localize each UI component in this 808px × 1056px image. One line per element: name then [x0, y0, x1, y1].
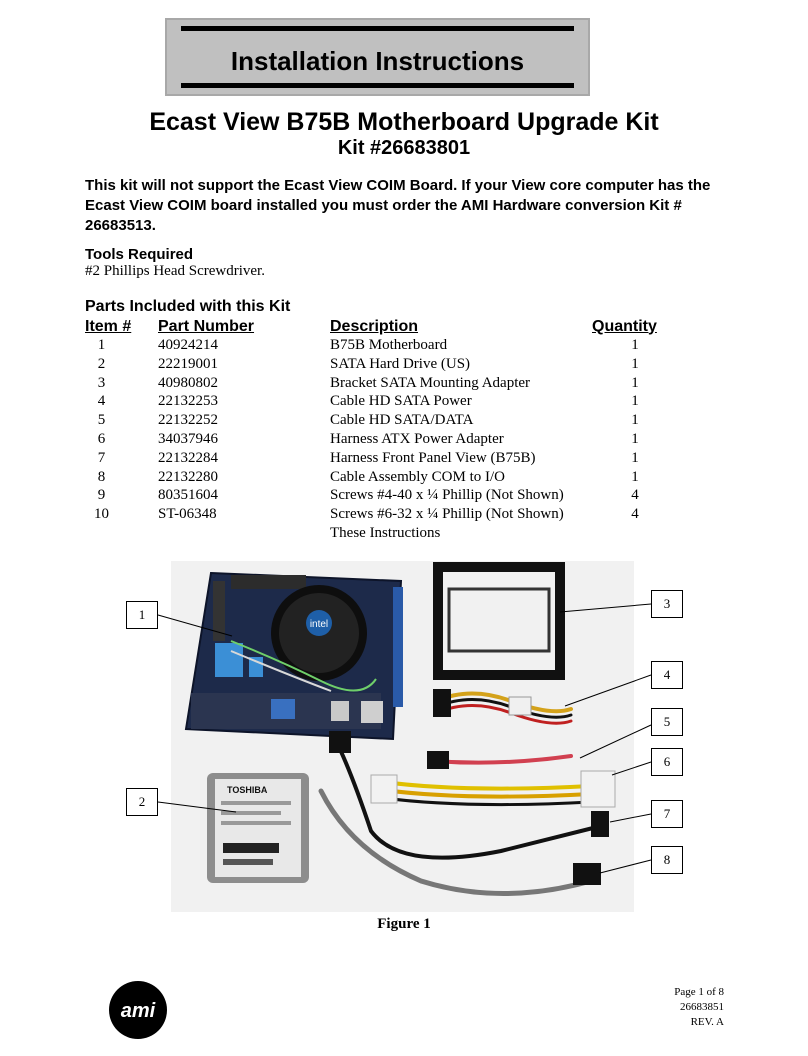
table-row: These Instructions — [85, 524, 668, 543]
item-number-cell: 10 — [94, 506, 109, 523]
header-banner: Installation Instructions — [165, 18, 590, 96]
description-cell: SATA Hard Drive (US) — [330, 355, 471, 372]
item-number-cell: 9 — [97, 487, 106, 504]
quantity-cell — [592, 524, 668, 543]
quantity-cell: 1 — [631, 468, 639, 485]
banner-bottom-rule — [181, 83, 574, 88]
part-number-cell: 22132253 — [158, 393, 218, 410]
banner-top-rule — [181, 26, 574, 31]
table-row: 4 22132253 Cable HD SATA Power 1 — [85, 392, 668, 411]
column-header-description: Description — [330, 317, 419, 335]
item-number-cell: 5 — [97, 412, 106, 429]
part-number-cell: 40980802 — [158, 374, 218, 391]
description-cell: These Instructions — [330, 524, 441, 541]
description-cell: Bracket SATA Mounting Adapter — [330, 374, 531, 391]
table-row: 1 40924214 B75B Motherboard 1 — [85, 336, 668, 355]
compatibility-warning: This kit will not support the Ecast View… — [85, 177, 711, 234]
part-number-cell: 80351604 — [158, 487, 218, 504]
column-header-part-number: Part Number — [158, 317, 255, 335]
callout-2: 2 — [126, 788, 158, 816]
ami-logo-text: ami — [121, 1000, 156, 1022]
description-cell: Cable Assembly COM to I/O — [330, 468, 505, 485]
table-row: 9 80351604 Screws #4-40 x ¼ Phillip (Not S… — [85, 486, 668, 505]
item-number-cell: 6 — [97, 430, 106, 447]
parts-table: Item # Part Number Description Quantity … — [85, 317, 668, 543]
parts-heading: Parts Included with this Kit — [85, 298, 291, 315]
column-header-quantity: Quantity — [592, 317, 657, 335]
figure-caption: Figure 1 — [377, 916, 431, 932]
description-cell: Harness Front Panel View (B75B) — [330, 449, 536, 466]
quantity-cell: 1 — [631, 337, 639, 353]
item-number-cell: 7 — [97, 449, 106, 466]
motherboard-illustration: intel — [184, 571, 403, 741]
quantity-cell: 1 — [631, 449, 639, 466]
quantity-cell: 1 — [631, 374, 639, 391]
callout-4: 4 — [651, 661, 683, 689]
item-number-cell: 3 — [97, 374, 106, 391]
part-number-cell: ST-06348 — [158, 506, 217, 523]
quantity-cell: 1 — [631, 430, 639, 447]
bracket-illustration — [433, 562, 565, 680]
part-number-cell: 22132284 — [158, 449, 218, 466]
table-row: 7 22132284 Harness Front Panel View (B75B)… — [85, 449, 668, 468]
parts-photo-illustration: intel TOSHIBA — [171, 561, 634, 912]
quantity-cell: 1 — [631, 355, 639, 372]
ami-logo: ami — [109, 981, 167, 1039]
cables-illustration — [318, 689, 616, 896]
quantity-cell: 1 — [631, 393, 639, 410]
kit-number: Kit #26683801 — [337, 137, 471, 159]
table-row: 2 22219001 SATA Hard Drive (US) 1 — [85, 355, 668, 374]
cpu-logo-text: intel — [310, 619, 328, 630]
description-cell: Cable HD SATA Power — [330, 393, 472, 410]
parts-table-header: Item # Part Number Description Quantity — [85, 317, 668, 336]
tools-heading: Tools Required — [85, 246, 194, 263]
document-number: 26683851 — [680, 1001, 724, 1013]
part-number-cell: 22132252 — [158, 412, 218, 429]
table-row: 3 40980802 Bracket SATA Mounting Adapter 1 — [85, 374, 668, 393]
item-number-cell: 8 — [97, 468, 106, 485]
table-row: 10 ST-06348 Screws #6-32 x ¼ Phillip (Not … — [85, 505, 668, 524]
quantity-cell: 4 — [631, 506, 639, 523]
part-number-cell: 22132280 — [158, 468, 218, 485]
hard-drive-illustration: TOSHIBA — [207, 773, 309, 883]
quantity-cell: 4 — [631, 487, 639, 504]
description-cell: Screws #6-32 x ¼ Phillip (Not Shown) — [330, 506, 564, 523]
callout-3: 3 — [651, 590, 683, 618]
part-number-cell: 40924214 — [158, 337, 218, 353]
callout-1: 1 — [126, 601, 158, 629]
item-number-cell: 4 — [97, 393, 106, 410]
callout-7: 7 — [651, 800, 683, 828]
part-number-cell: 22219001 — [158, 355, 218, 372]
table-row: 6 34037946 Harness ATX Power Adapter 1 — [85, 430, 668, 449]
hard-drive-brand-text: TOSHIBA — [227, 785, 268, 795]
description-cell: Screws #4-40 x ¼ Phillip (Not Shown) — [330, 487, 564, 504]
part-number-cell: 34037946 — [158, 430, 218, 447]
column-header-item: Item # — [85, 317, 132, 335]
item-number-cell: 1 — [97, 337, 106, 353]
table-row: 5 22132252 Cable HD SATA/DATA 1 — [85, 411, 668, 430]
parts-photo: intel TOSHIBA — [171, 561, 634, 912]
callout-5: 5 — [651, 708, 683, 736]
item-number-cell: 2 — [97, 355, 106, 372]
callout-8: 8 — [651, 846, 683, 874]
page-number: Page 1 of 8 — [674, 986, 724, 998]
description-cell: Cable HD SATA/DATA — [330, 412, 474, 429]
part-number-cell — [158, 524, 330, 543]
quantity-cell: 1 — [631, 412, 639, 429]
page-footer: Page 1 of 8 26683851 REV. A — [674, 985, 724, 1030]
description-cell: Harness ATX Power Adapter — [330, 430, 504, 447]
item-number-cell — [85, 524, 158, 543]
tools-text: #2 Phillips Head Screwdriver. — [85, 263, 265, 279]
table-row: 8 22132280 Cable Assembly COM to I/O 1 — [85, 468, 668, 487]
description-cell: B75B Motherboard — [330, 337, 448, 353]
banner-title: Installation Instructions — [230, 46, 525, 76]
callout-6: 6 — [651, 748, 683, 776]
revision: REV. A — [690, 1016, 724, 1028]
document-title: Ecast View B75B Motherboard Upgrade Kit — [149, 108, 659, 136]
